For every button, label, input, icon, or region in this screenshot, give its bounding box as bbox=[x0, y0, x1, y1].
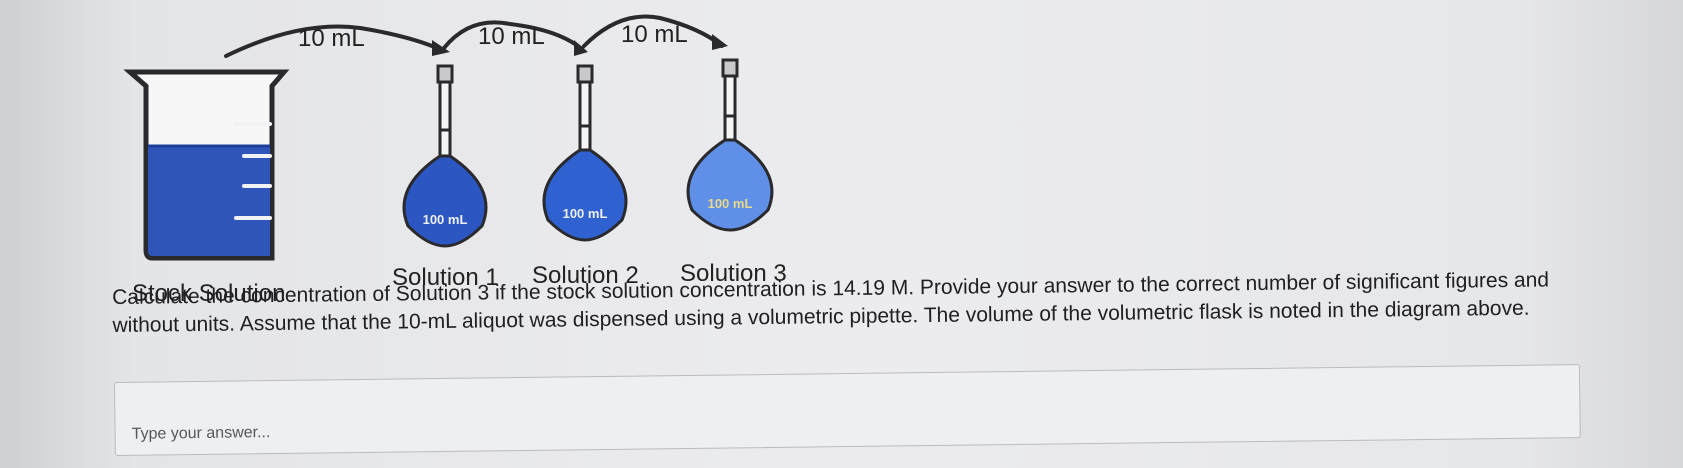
arrowhead-3 bbox=[712, 34, 728, 50]
volumetric-flask-2 bbox=[542, 64, 628, 242]
dilution-diagram: 10 mL 10 mL 10 mL 100 mL 100 mL 100 mL bbox=[123, 14, 774, 261]
solution-3-label: Solution 3 bbox=[680, 260, 787, 287]
solution-1-label: Solution 1 bbox=[392, 264, 499, 291]
transfer-label-3: 10 mL bbox=[621, 21, 688, 48]
transfer-label-2: 10 mL bbox=[478, 23, 545, 50]
stock-solution-label: Stock Solution bbox=[132, 280, 286, 307]
volumetric-flask-1 bbox=[402, 64, 488, 248]
arrowhead-2 bbox=[574, 40, 588, 56]
stock-beaker bbox=[123, 69, 290, 261]
flask-volume-label-3: 100 mL bbox=[708, 196, 753, 211]
flask-volume-label-2: 100 mL bbox=[563, 206, 608, 221]
transfer-arrow-2 bbox=[442, 20, 585, 52]
arrowhead-1 bbox=[432, 40, 450, 56]
transfer-arrow-1 bbox=[224, 24, 444, 58]
volumetric-flask-3 bbox=[686, 58, 774, 232]
solution-2-label: Solution 2 bbox=[532, 262, 639, 289]
answer-input[interactable] bbox=[129, 414, 1013, 445]
flask-volume-label-1: 100 mL bbox=[423, 212, 468, 227]
transfer-label-1: 10 mL bbox=[298, 25, 365, 52]
transfer-arrow-3 bbox=[582, 14, 724, 48]
answer-box[interactable] bbox=[114, 364, 1581, 456]
